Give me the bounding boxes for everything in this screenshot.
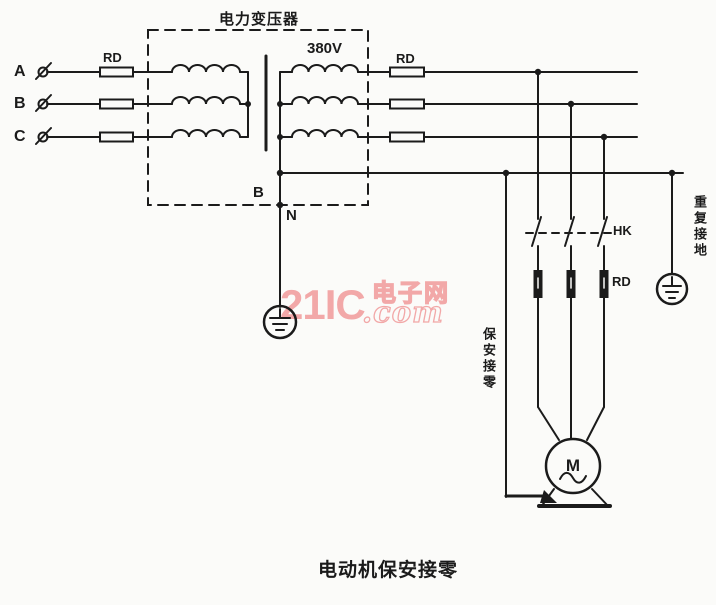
transformer-primary-windings <box>171 64 249 138</box>
watermark-brand-text: 21IC <box>280 281 366 328</box>
secondary-fuse-label: RD <box>396 51 415 66</box>
phase-label-c: C <box>14 128 26 145</box>
motor-wave-glyph <box>559 471 587 484</box>
protective-neutral-label: 保安接零 <box>481 327 496 391</box>
repeated-ground-symbol <box>655 172 689 306</box>
primary-fuse-c <box>99 131 134 143</box>
primary-fuse-a <box>99 66 134 78</box>
watermark-suffix-text: .com <box>361 294 444 329</box>
motor-fuse-b <box>566 270 576 298</box>
primary-fuse-b <box>99 98 134 110</box>
transformer-enclosure-box <box>147 29 369 206</box>
repeated-ground-label: 重复接地 <box>692 195 707 259</box>
voltage-label: 380V <box>307 40 343 57</box>
motor-branch-phase-c <box>586 136 608 441</box>
diagram-caption: 电动机保安接零 <box>318 560 459 581</box>
primary-fuse-label: RD <box>103 50 122 65</box>
motor-fuse-label: RD <box>612 274 631 289</box>
neutral-wire-label: N <box>286 207 297 224</box>
motor-branch-phase-a <box>531 71 560 441</box>
secondary-fuse-b <box>389 98 425 110</box>
secondary-fuse-a <box>389 66 425 78</box>
motor-symbol <box>537 437 612 508</box>
phase-label-b: B <box>14 95 26 112</box>
watermark-cn-text: 电子网 <box>371 279 450 307</box>
junction-dots <box>245 68 676 209</box>
transformer-label: 电力变压器 <box>219 11 300 28</box>
phase-label-a: A <box>14 63 26 80</box>
motor-branch-phase-b <box>564 103 575 440</box>
motor-fuse-a <box>533 270 543 298</box>
neutral-point-label: B <box>253 184 264 201</box>
knife-switch-label: HK <box>613 223 632 238</box>
system-ground-symbol <box>262 304 298 340</box>
motor-letter: M <box>566 456 580 475</box>
transformer-secondary-windings <box>279 64 359 138</box>
secondary-fuse-c <box>389 131 425 143</box>
motor-fuse-c <box>599 270 609 298</box>
